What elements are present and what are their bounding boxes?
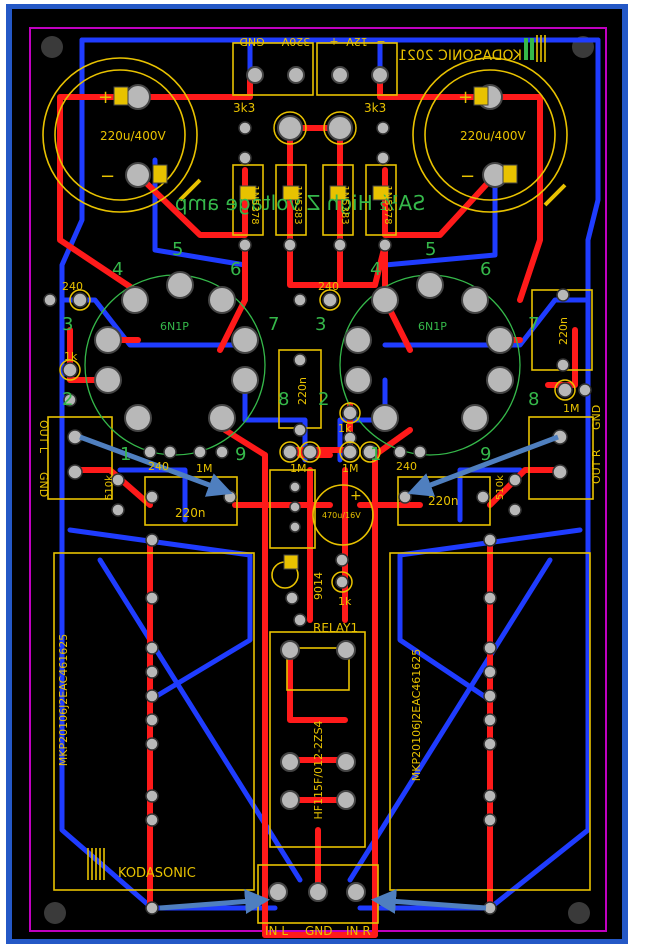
tube-left-pin-5: 5	[172, 239, 183, 260]
diode-3: 1N5383	[339, 185, 350, 224]
tube-right-pin-1: 1	[370, 444, 381, 465]
cap-left-minus: −	[100, 166, 115, 187]
tube-right-center: 6N1P	[418, 320, 447, 333]
resistor-1k-left: 1k	[64, 350, 78, 363]
pads-square	[113, 86, 518, 570]
tube-left-pin-3: 3	[62, 314, 73, 335]
resistor-1k-lower: 1k	[338, 595, 352, 608]
tube-left-pin-7: 7	[268, 314, 279, 335]
resistor-1m-mid-right: 1M	[342, 462, 359, 475]
tube-right-pin-7: 7	[528, 314, 539, 335]
tube-right-pin-4: 4	[370, 259, 381, 280]
cap-220n-center: 220n	[296, 377, 309, 405]
cap-right-value: 220u/400V	[460, 129, 526, 143]
tube-right-pin-3: 3	[315, 314, 326, 335]
out-r-label: OUT R	[590, 449, 603, 484]
tube-left-pin-1: 1	[120, 444, 131, 465]
resistor-240-left: 240	[62, 280, 83, 293]
diode-1: 1N5378	[249, 185, 260, 224]
out-l-label: OUT L	[37, 420, 50, 454]
resistor-510k-right: 510k	[495, 475, 506, 500]
cap-marker-right	[543, 183, 567, 207]
out-r-gnd-label: GND	[590, 405, 603, 430]
power-12v-minus-label: −	[376, 35, 385, 48]
tube-right-pin-6: 6	[480, 259, 491, 280]
pad-rings	[59, 111, 576, 593]
board-outline	[29, 27, 607, 932]
resistor-1m-mid-left: 1M	[290, 462, 307, 475]
cap-220n-left: 220n	[175, 506, 206, 520]
cap-right-plus: +	[458, 87, 473, 108]
in-l-label: IN L	[265, 924, 288, 938]
tube-right-pin-2: 2	[318, 389, 329, 410]
bottom-copper-traces	[59, 37, 601, 911]
cap-marker-left	[178, 178, 202, 202]
resistor-3k3-right: 3k3	[364, 101, 386, 115]
resistor-1k-mid: 1k	[338, 422, 352, 435]
cap-right-minus: −	[460, 166, 475, 187]
out-l-gnd-label: GND	[37, 472, 50, 497]
resistor-240-left-lower: 240	[148, 460, 169, 473]
power-320v-label: 320V	[281, 35, 310, 48]
diode-2: 1N5383	[292, 185, 303, 224]
brand-bottom: KODASONIC	[118, 866, 196, 881]
tube-right-pin-8: 8	[528, 389, 539, 410]
tube-left-pin-2: 2	[62, 389, 73, 410]
decoupling-cap-label: 470u/16V	[322, 511, 361, 520]
in-gnd-label: GND	[305, 924, 333, 938]
decoupling-cap-plus: +	[350, 488, 362, 504]
resistor-510k-left: 510k	[104, 475, 115, 500]
film-cap-left-label: MKP20106J2EAC461625	[57, 634, 70, 767]
power-12v-label: 12V	[346, 35, 368, 48]
cap-left-plus: +	[98, 87, 113, 108]
brand-top: KODASONIC 2021	[398, 48, 522, 64]
annotation-arrows	[79, 434, 559, 914]
in-r-label: IN R	[346, 924, 371, 938]
board-title-mirrored: SA½ High Z voltage amp	[175, 191, 425, 215]
resistor-240-right: 240	[396, 460, 417, 473]
film-cap-right-label: MKP20106J2EAC461625	[410, 649, 423, 782]
resistor-1m-left: 1M	[196, 462, 213, 475]
cap-left-value: 220u/400V	[100, 129, 166, 143]
cap-220n-far-right: 220n	[557, 317, 570, 345]
tube-right-pin-9: 9	[480, 444, 491, 465]
power-gnd-label: GND	[239, 35, 264, 48]
relay-name: RELAY1	[313, 621, 358, 635]
tube-left-pin-4: 4	[112, 259, 123, 280]
resistor-240-mid: 240	[318, 280, 339, 293]
cap-220n-right: 220n	[428, 494, 459, 508]
resistor-1m-right: 1M	[563, 402, 580, 415]
resistor-3k3-left: 3k3	[233, 101, 255, 115]
tube-left-pin-8: 8	[278, 389, 289, 410]
tube-right-pin-5: 5	[425, 239, 436, 260]
relay-part: HF115F/012-2ZS4	[312, 720, 325, 819]
pads-small	[43, 121, 592, 915]
logo-bar-green-2	[530, 38, 534, 60]
tube-left-pin-9: 9	[235, 444, 246, 465]
tube-left-center: 6N1P	[160, 320, 189, 333]
tube-left-pin-6: 6	[230, 259, 241, 280]
diode-4: 1N5378	[382, 185, 393, 224]
power-12v-plus-label: +	[329, 35, 338, 48]
transistor-label: 9014	[312, 572, 325, 600]
logo-bar-green	[524, 38, 528, 60]
